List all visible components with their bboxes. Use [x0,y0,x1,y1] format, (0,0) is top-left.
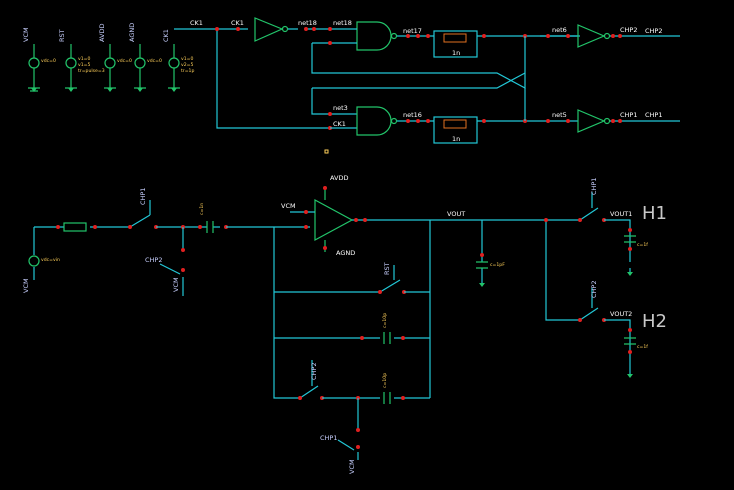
avdd-source[interactable]: AVDD vdc=0 [98,24,132,93]
marker-square [324,149,329,154]
ck1-source[interactable]: CK1 v1=0 v2=5 tr=1p [162,29,194,92]
delay-cell-bottom[interactable]: 1n [433,116,478,144]
vcm-bias-label: VCM [281,202,296,210]
net17-label: net17 [403,27,422,35]
buffer-chp1[interactable] [577,109,611,133]
clock-generator: VCM vdc=0 RST v1=0 v1=5 tr=pulse=3 AVDD … [22,17,680,154]
delay-cell-top[interactable]: 1n [433,30,478,58]
output-switch-chp1[interactable]: CHP1 [578,178,606,222]
avdd-source-label: AVDD [98,24,106,43]
rst-source[interactable]: RST v1=0 v1=5 tr=pulse=3 [58,29,105,92]
reset-switch[interactable]: RST [378,262,406,294]
chp1-output-label: CHP1 [645,111,662,119]
rst-param-2: v1=5 [78,62,90,68]
vcm-source[interactable]: VCM vdc=0 [22,27,56,92]
avdd-opamp-label: AVDD [330,174,349,182]
ck1-source-label: CK1 [162,29,170,42]
opamp[interactable]: AVDD AGND [314,174,355,257]
vin-vcm-label: VCM [22,278,30,293]
sampling-circuit: vdc=vin VCM CHP1 CHP2 VCM c=1n [22,174,667,474]
vout1-label: VOUT1 [610,210,632,218]
ck1-inverter-in-label: CK1 [231,19,244,27]
chp1-output-switch-label: CHP1 [590,178,598,195]
net6-label: net6 [552,26,567,34]
chp1-switch-label: CHP1 [139,188,147,205]
feedback-switch-chp2[interactable]: CHP2 [298,360,324,400]
c2-param: c=10p [382,313,388,328]
cin-param: c=1n [199,203,205,215]
ck1-param-2: v2=5 [181,62,193,68]
vout2-label: VOUT2 [610,310,632,318]
h1-label: H1 [642,203,667,224]
load-capacitor[interactable]: c=1pF [476,220,505,287]
agnd-source[interactable]: AGND vdc=0 [128,23,162,92]
vcm-source-param: vdc=0 [41,58,56,64]
net18-label-b: net18 [333,19,352,27]
cl-param: c=1pF [490,262,505,268]
output-capacitor-c9[interactable]: c=1f [624,337,648,378]
bottom-switch-chp1[interactable]: CHP1 VCM [320,428,360,474]
feedback-capacitor-c3[interactable]: c=10p [382,373,391,404]
avdd-param: vdc=0 [117,58,132,64]
chp2-feedback-label: CHP2 [310,363,318,380]
h2-label: H2 [642,311,667,332]
rst-param-3: tr=pulse=3 [78,68,105,74]
net18-label-a: net18 [298,19,317,27]
rst-switch-label: RST [383,262,391,275]
vcm-switch-label: VCM [172,277,180,292]
chp2-switch-label: CHP2 [145,256,162,264]
nand-gate-top[interactable] [356,21,398,51]
chp2-output-label: CHP2 [645,27,662,35]
vin-param: vdc=vin [41,257,60,263]
c8-param: c=1f [637,242,648,248]
delay-bottom-param: 1n [452,135,460,143]
output-capacitor-c8[interactable]: c=1f [624,235,648,276]
inverter-ck1[interactable] [254,17,289,42]
agnd-param: vdc=0 [147,58,162,64]
net16-label: net16 [403,111,422,119]
feedback-capacitor-c2[interactable]: c=10p [382,313,391,344]
agnd-source-label: AGND [128,23,136,42]
vout-label: VOUT [447,210,465,218]
input-source-vin[interactable]: vdc=vin VCM [22,227,60,293]
ck1-net-label: CK1 [190,19,203,27]
output-switch-chp2[interactable]: CHP2 [578,281,606,322]
input-capacitor[interactable]: c=1n [199,203,220,233]
delay-top-param: 1n [452,49,460,57]
agnd-opamp-label: AGND [336,249,355,257]
c9-param: c=1f [637,344,648,350]
rst-param-1: v1=0 [78,56,90,62]
chp2-output-switch-label: CHP2 [590,281,598,298]
ck1-param-3: tr=1p [181,68,194,74]
chp1-bottom-label: CHP1 [320,434,337,442]
chp1-net-label: CHP1 [620,111,637,119]
chp2-net-label: CHP2 [620,26,637,34]
input-resistor[interactable] [63,222,87,232]
net3-label: net3 [333,104,348,112]
vcm-source-label: VCM [22,27,30,42]
c3-param: c=10p [382,373,388,388]
net5-label: net5 [552,111,567,119]
rst-source-label: RST [58,29,66,42]
input-switch-chp1[interactable]: CHP1 [128,188,158,229]
vcm-switch-chp2[interactable]: CHP2 VCM [145,248,185,296]
ck1-nand-label: CK1 [333,120,346,128]
nand-gate-bottom[interactable] [356,106,398,136]
vcm-bottom-label: VCM [348,459,356,474]
ck1-param-1: v1=0 [181,56,193,62]
buffer-chp2[interactable] [577,24,611,48]
